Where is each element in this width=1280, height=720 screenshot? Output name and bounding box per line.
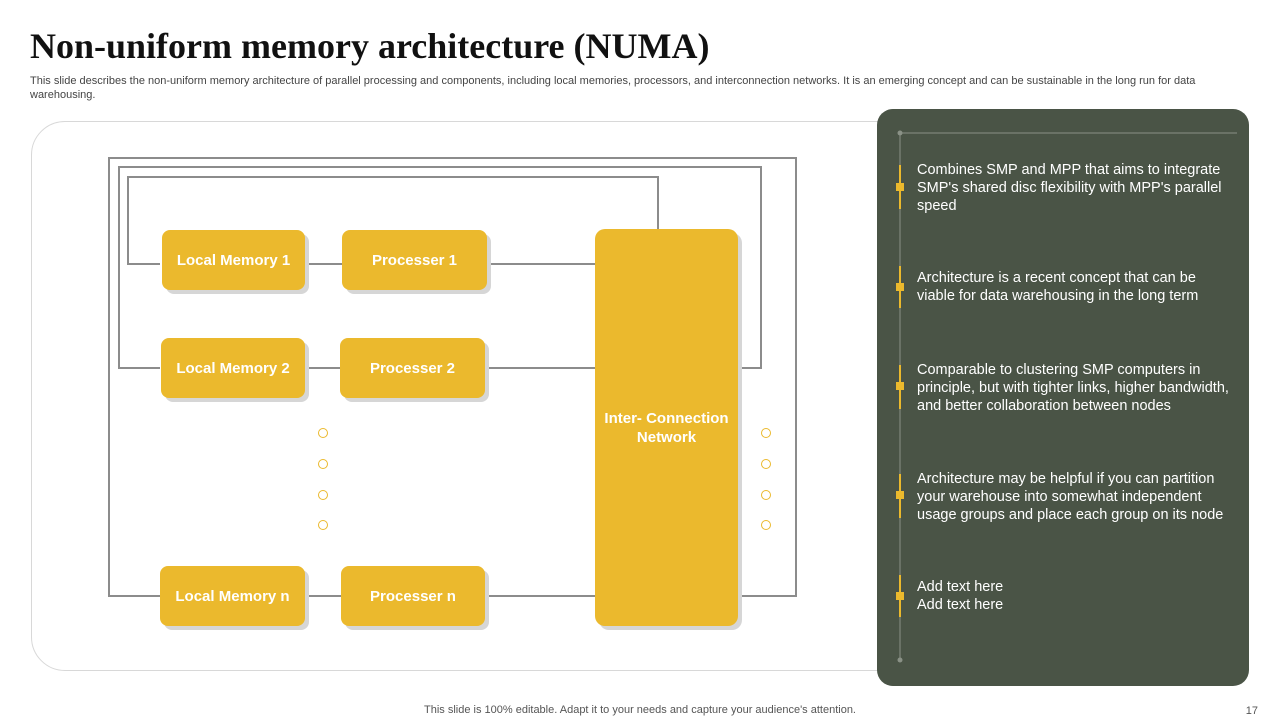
point-marker: [896, 592, 904, 600]
wire-middle-loop: [118, 166, 762, 369]
local-memory-1-box: Local Memory 1: [162, 230, 305, 290]
processer-n-box: Processer n: [341, 566, 485, 626]
key-point-1: Combines SMP and MPP that aims to integr…: [917, 162, 1222, 214]
slide-title: Non-uniform memory architecture (NUMA): [30, 26, 710, 66]
ellipsis-dot: [761, 428, 771, 438]
ellipsis-dot: [318, 459, 328, 469]
interconnect-label-line1: Inter- Connection: [604, 409, 729, 427]
key-point-5: Add text here Add text here: [917, 579, 1004, 613]
ellipsis-dot: [318, 428, 328, 438]
point-marker: [896, 491, 904, 499]
local-memory-2-box: Local Memory 2: [161, 338, 305, 398]
key-point-4: Architecture may be helpful if you can p…: [917, 471, 1224, 523]
key-point-3: Comparable to clustering SMP computers i…: [917, 362, 1229, 414]
slide-subtitle: This slide describes the non-uniform mem…: [30, 75, 1196, 101]
wire-outer-loop: [108, 157, 797, 597]
ellipsis-dot: [761, 490, 771, 500]
interconnect-label-line2: Network: [636, 428, 697, 446]
wire-inner-loop: [127, 176, 659, 265]
ellipsis-dot: [761, 459, 771, 469]
ellipsis-dot: [318, 520, 328, 530]
footer-note: This slide is 100% editable. Adapt it to…: [424, 704, 856, 716]
point-marker: [896, 283, 904, 291]
point-marker: [896, 183, 904, 191]
local-memory-n-box: Local Memory n: [160, 566, 305, 626]
page-number: 17: [1245, 705, 1258, 717]
interconnection-network-box: Inter- Connection Network: [595, 229, 738, 626]
point-marker: [896, 382, 904, 390]
processer-2-box: Processer 2: [340, 338, 485, 398]
key-point-2: Architecture is a recent concept that ca…: [917, 270, 1199, 304]
key-points-panel: Combines SMP and MPP that aims to integr…: [877, 109, 1249, 686]
ellipsis-dot: [761, 520, 771, 530]
ellipsis-dot: [318, 490, 328, 500]
processer-1-box: Processer 1: [342, 230, 487, 290]
